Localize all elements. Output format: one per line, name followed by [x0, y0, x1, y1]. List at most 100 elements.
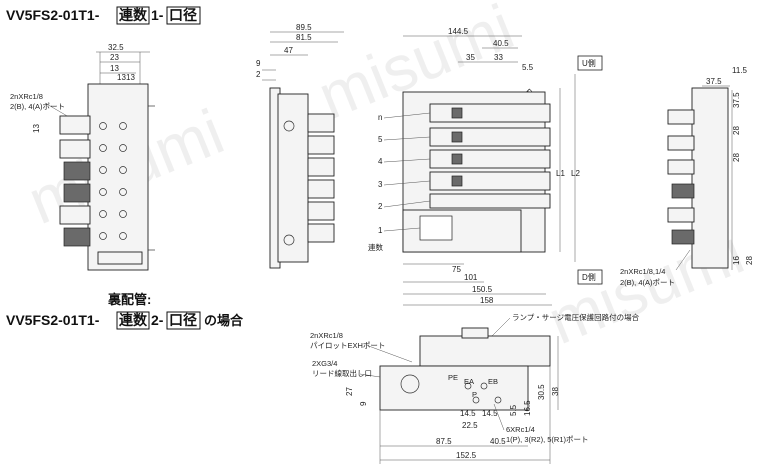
bottom-dim-9: 9 [359, 401, 368, 406]
bottom-dim-5-5: 5.5 [509, 404, 518, 416]
front-dim-101: 101 [464, 273, 478, 282]
bottom-dim-152-5: 152.5 [456, 451, 477, 460]
right-body [691, 87, 729, 269]
bottom-valve [419, 335, 551, 367]
stations-label: 連数 [368, 242, 383, 252]
side-valve-5 [307, 201, 335, 221]
left-port-label-2: 2(B), 4(A)ポート [10, 102, 65, 111]
bottom-dim-38: 38 [551, 387, 560, 396]
bottom-dim-87-5: 87.5 [436, 437, 452, 446]
side-dim-89-5: 89.5 [296, 23, 312, 32]
model-bottom-box-1 [116, 311, 150, 330]
side-body [277, 93, 309, 263]
model-mid: 1- [151, 7, 164, 23]
right-port-label-2: 2(B), 4(A)ポート [620, 278, 675, 287]
station-n: n [378, 113, 382, 122]
dim-23: 23 [110, 53, 119, 62]
side-dim-2: 2 [256, 70, 261, 79]
pilot-exh-label-2: パイロットEXHポート [310, 341, 385, 350]
front-dim-144-5: 144.5 [448, 27, 469, 36]
side-valve-2 [307, 135, 335, 155]
bottom-ports-label-1: 6XRc1/4 [506, 425, 535, 434]
bottom-manifold [379, 365, 529, 411]
model-prefix: VV5FS2-01T1- [6, 7, 100, 23]
model-box-2-text: 口径 [169, 7, 197, 23]
port-pe: PE [448, 373, 458, 382]
right-dim-37-5-top: 37.5 [706, 77, 722, 86]
right-dim-28-a: 28 [732, 126, 741, 135]
side-d-label: D側 [582, 272, 596, 282]
side-valve-4 [307, 179, 335, 199]
side-valve-3 [307, 157, 335, 177]
bottom-dim-27: 27 [345, 387, 354, 396]
left-port-circles [99, 122, 127, 240]
lead-port-circle [400, 374, 420, 394]
station-4: 4 [378, 157, 383, 166]
lead-label-1: 2XG3/4 [312, 359, 337, 368]
rear-piping-label: 裏配管: [107, 292, 151, 307]
bottom-dim-16-5: 16.5 [523, 400, 532, 416]
station-numbers: n 5 4 3 2 1 連数 [368, 112, 431, 252]
side-d-box [577, 269, 603, 285]
model-box-2 [166, 6, 201, 25]
dim-32-5: 32.5 [108, 43, 124, 52]
right-dim-16: 16 [732, 256, 741, 265]
side-view: 89.5 81.5 47 9 2 [256, 23, 344, 269]
right-fittings [667, 109, 695, 245]
left-manifold-body [87, 83, 149, 271]
side-dim-81-5: 81.5 [296, 33, 312, 42]
front-dim-158: 158 [480, 296, 494, 305]
model-bottom-prefix: VV5FS2-01T1- [6, 312, 100, 328]
model-box-1 [116, 6, 150, 25]
model-bottom-box-2 [166, 311, 201, 330]
left-fitting-1 [59, 115, 91, 135]
right-port-label-1: 2nXRc1/8,1/4 [620, 267, 665, 276]
left-fitting-5 [59, 205, 91, 225]
front-terminal [419, 215, 453, 241]
bottom-ports-label-2: 1(P), 3(R2), 5(R1)ポート [506, 435, 589, 444]
bottom-dim-22-5: 22.5 [462, 421, 478, 430]
bottom-dim-40-5: 40.5 [490, 437, 506, 446]
dim-l1: L1 [556, 169, 565, 178]
bottom-dim-30-5: 30.5 [537, 384, 546, 400]
front-dim-33: 33 [494, 53, 503, 62]
left-end-plate [97, 251, 143, 265]
port-p: P [472, 390, 477, 399]
station-1: 1 [378, 226, 383, 235]
bottom-dim-14-5-a: 14.5 [460, 409, 476, 418]
dim-13-b: 13 [117, 73, 126, 82]
bottom-valve-top [461, 327, 489, 339]
right-dim-11-5: 11.5 [732, 66, 748, 75]
side-dim-9: 9 [256, 59, 261, 68]
station-5: 5 [378, 135, 383, 144]
left-fitting-6 [63, 227, 91, 247]
front-dim-5-5: 5.5 [522, 63, 534, 72]
model-bottom-box-1-text: 連数 [119, 312, 148, 328]
bottom-view: ランプ・サージ電圧保護回路付の場合 2nXRc1/8 パイロットEXHポート 2… [310, 312, 640, 464]
left-fitting-3 [63, 161, 91, 181]
left-dim-13: 13 [32, 124, 41, 133]
side-valve-6 [307, 223, 335, 243]
front-dim-40-5: 40.5 [493, 39, 509, 48]
lamp-note: ランプ・サージ電圧保護回路付の場合 [512, 312, 640, 322]
side-valve-1 [307, 113, 335, 133]
dim-13-c: 13 [126, 73, 135, 82]
model-bottom-box-2-text: 口径 [169, 312, 197, 328]
bottom-dim-14-5-b: 14.5 [482, 409, 498, 418]
station-3: 3 [378, 180, 383, 189]
model-box-1-text: 連数 [119, 7, 148, 23]
right-dim-37-5: 37.5 [732, 92, 741, 108]
port-eb: EB [488, 377, 498, 386]
dim-13-a: 13 [110, 64, 119, 73]
right-dim-28-c: 28 [745, 256, 754, 265]
right-dim-28-b: 28 [732, 153, 741, 162]
side-u-box [577, 55, 603, 71]
side-u-label: U側 [582, 58, 596, 68]
station-2: 2 [378, 202, 383, 211]
dim-l2: L2 [571, 169, 580, 178]
model-title-bottom: 裏配管: VV5FS2-01T1- 連数 2- 口径 の場合 [6, 292, 244, 330]
front-dim-75: 75 [452, 265, 461, 274]
model-bottom-mid: 2- [151, 312, 164, 328]
model-bottom-suffix: の場合 [204, 313, 244, 328]
model-title-top: VV5FS2-01T1- 連数 1- 口径 [6, 6, 201, 25]
